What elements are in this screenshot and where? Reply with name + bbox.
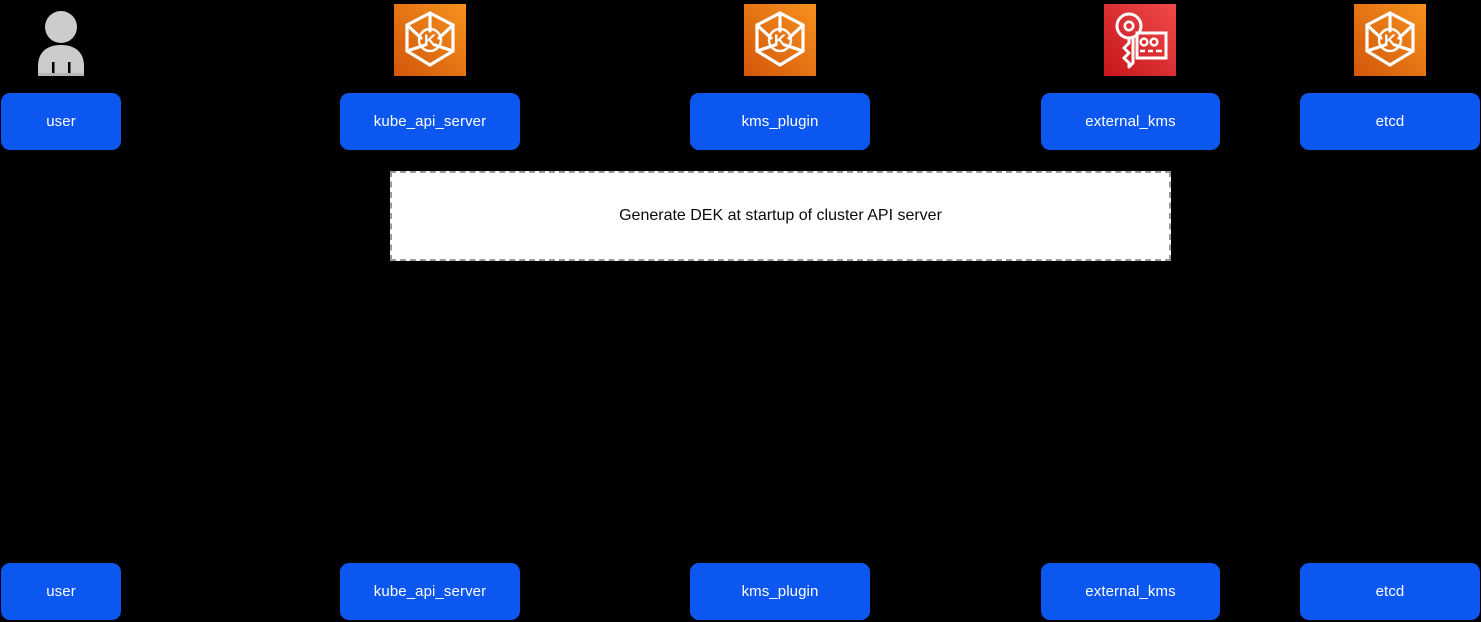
kubernetes-icon: K [744,4,816,76]
lifeline-user [60,150,62,563]
actor-label: etcd [1375,113,1405,130]
actor-box-external_kms-bottom[interactable]: external_kms [1041,563,1220,620]
kubernetes-icon: K [394,4,466,76]
svg-text:K: K [1384,31,1397,50]
actor-label: user [46,583,76,600]
actor-label: kube_api_server [373,583,487,600]
actor-box-user[interactable]: user [1,93,121,150]
lifeline-kube_api_server [429,150,431,563]
actor-label: user [46,113,76,130]
lifeline-external_kms [1129,150,1131,563]
svg-text:K: K [774,31,787,50]
note-text: Generate DEK at startup of cluster API s… [619,207,942,225]
actor-box-kube_api_server[interactable]: kube_api_server [340,93,520,150]
person-icon [25,4,97,76]
actor-label: external_kms [1085,583,1176,600]
actor-box-kube_api_server-bottom[interactable]: kube_api_server [340,563,520,620]
actor-label: etcd [1375,583,1405,600]
lifeline-kms_plugin [779,150,781,563]
actor-label: kms_plugin [741,113,819,130]
lifeline-etcd [1389,150,1391,563]
svg-text:K: K [424,31,437,50]
aws-kms-key-icon [1104,4,1176,76]
actor-box-kms_plugin-bottom[interactable]: kms_plugin [690,563,870,620]
actor-label: kube_api_server [373,113,487,130]
actor-box-user-bottom[interactable]: user [1,563,121,620]
actor-box-external_kms[interactable]: external_kms [1041,93,1220,150]
actor-box-kms_plugin[interactable]: kms_plugin [690,93,870,150]
actor-label: external_kms [1085,113,1176,130]
note-generate-dek: Generate DEK at startup of cluster API s… [390,171,1171,261]
actor-box-etcd[interactable]: etcd [1300,93,1480,150]
actor-label: kms_plugin [741,583,819,600]
kubernetes-icon: K [1354,4,1426,76]
actor-box-etcd-bottom[interactable]: etcd [1300,563,1480,620]
